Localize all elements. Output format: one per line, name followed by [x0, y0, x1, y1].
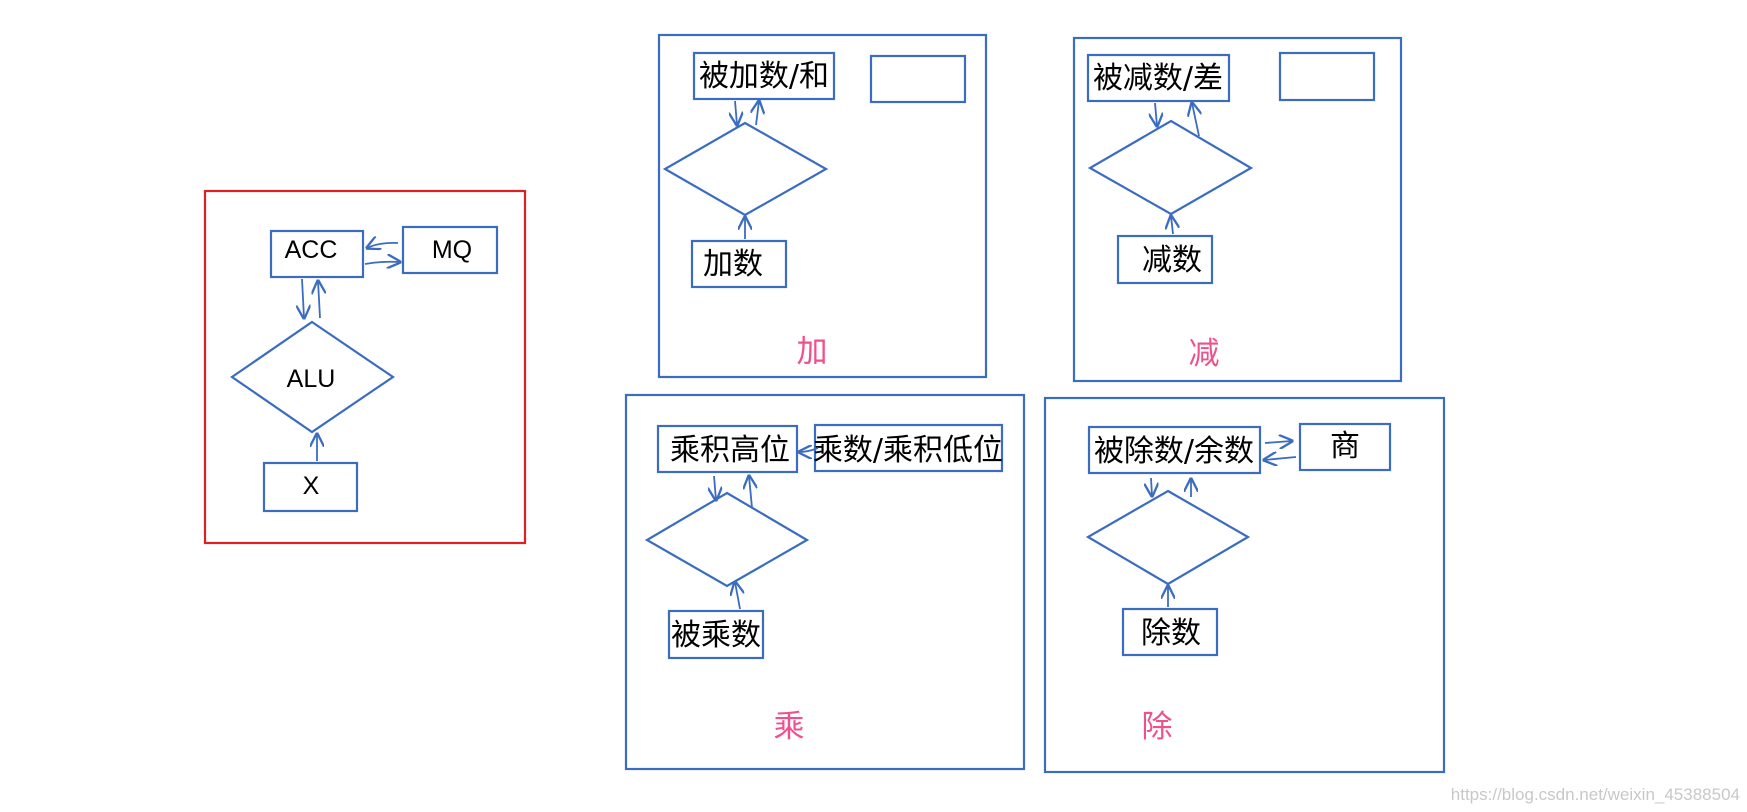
mul-panel-frame	[624, 393, 1026, 771]
minuend-diff-label: 被减数/差	[1093, 61, 1223, 96]
quotient-label: 商	[1330, 429, 1360, 464]
sub-panel: 被减数/差 减数 减	[1072, 36, 1403, 383]
sub-empty-box	[1278, 51, 1376, 102]
addend-label: 加数	[703, 247, 763, 282]
acc-to-alu-arrow	[302, 278, 304, 318]
alu-to-acc-arrow	[318, 281, 320, 319]
dividend-remainder-label: 被除数/余数	[1094, 434, 1254, 469]
low-to-high-arrow	[799, 448, 819, 452]
acc-label: ACC	[285, 236, 338, 264]
subtrahend-box	[1116, 234, 1214, 285]
sub-up-arrow	[1192, 103, 1199, 137]
mul-up-arrow	[749, 476, 752, 509]
divisor-box	[1121, 607, 1219, 657]
addend-sum-label: 被加数/和	[699, 59, 829, 94]
dividend-remainder-box	[1087, 425, 1262, 475]
div-op-label: 除	[1142, 709, 1173, 745]
main-panel: ACC MQ ALU X	[203, 189, 527, 545]
mul-op-label: 乘	[774, 709, 805, 745]
add-diamond	[662, 121, 829, 217]
multiplier-low-box	[813, 423, 1004, 473]
x-box	[262, 461, 359, 513]
div-diamond	[1085, 489, 1251, 586]
acc-box	[269, 229, 365, 279]
mul-panel: 乘积高位 乘数/乘积低位 被乘数 乘	[624, 393, 1026, 771]
quotient-to-dividend-arrow	[1264, 457, 1297, 460]
mul-diamond	[644, 491, 810, 588]
add-panel: 被加数/和 加数 加	[657, 33, 988, 379]
acc-to-mq-arrow	[364, 262, 400, 264]
main-panel-frame	[203, 189, 527, 545]
add-empty-box	[869, 54, 967, 104]
divisor-label: 除数	[1141, 616, 1201, 651]
sub-op-label: 减	[1189, 336, 1220, 372]
dividend-to-quotient-arrow	[1264, 441, 1292, 443]
watermark: https://blog.csdn.net/weixin_45388504	[1451, 785, 1740, 804]
mq-label: MQ	[432, 236, 472, 264]
product-high-box	[656, 424, 799, 474]
add-panel-frame	[657, 33, 988, 379]
div-panel: 被除数/余数 商 除数 除	[1043, 396, 1446, 774]
add-op-label: 加	[797, 334, 828, 370]
subtrahend-to-diamond-arrow	[1171, 216, 1173, 235]
multiplicand-box	[667, 609, 765, 660]
add-down-arrow	[735, 100, 737, 125]
multiplier-low-label: 乘数/乘积低位	[813, 433, 1003, 468]
mq-box	[401, 225, 499, 275]
x-label: X	[303, 472, 320, 500]
minuend-diff-box	[1086, 53, 1231, 103]
sub-diamond	[1087, 119, 1254, 216]
multiplicand-to-diamond-arrow	[735, 582, 740, 610]
mul-down-arrow	[714, 475, 716, 500]
product-high-label: 乘积高位	[670, 433, 790, 468]
div-panel-frame	[1043, 396, 1446, 774]
multiplicand-label: 被乘数	[671, 618, 761, 653]
addend-box	[690, 239, 788, 289]
alu-label: ALU	[287, 365, 336, 393]
add-up-arrow	[756, 101, 759, 126]
sub-panel-frame	[1072, 36, 1403, 383]
quotient-box	[1298, 422, 1392, 472]
alu-diamond	[230, 320, 395, 434]
subtrahend-label: 减数	[1142, 243, 1202, 278]
mq-to-acc-arrow	[367, 243, 399, 248]
sub-down-arrow	[1155, 102, 1157, 126]
div-down-arrow	[1151, 477, 1152, 496]
